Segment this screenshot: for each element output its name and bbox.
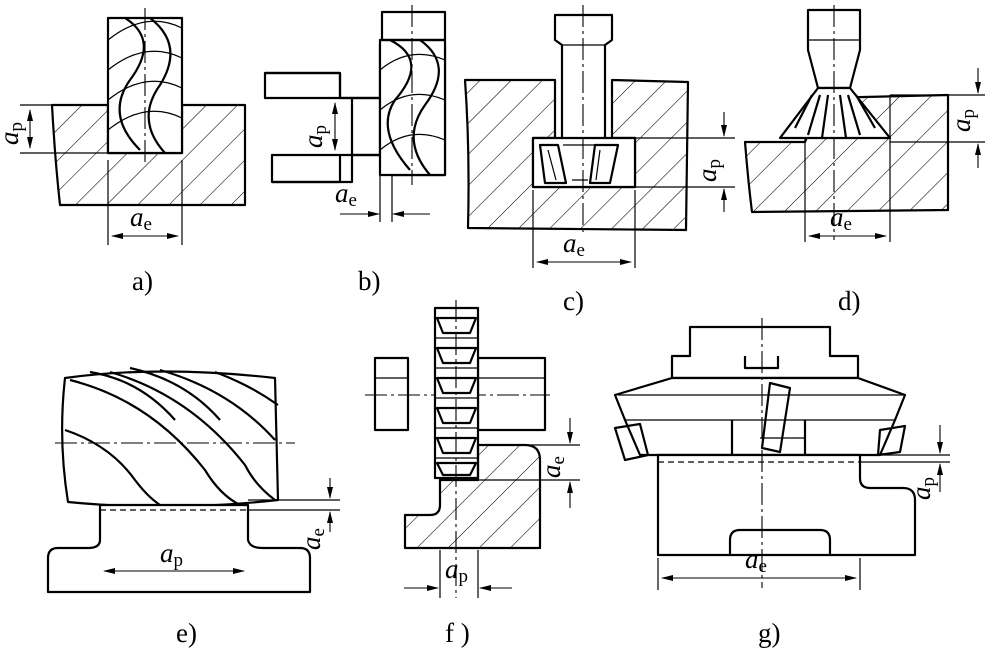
subfigure-b: ap ae b) — [263, 5, 447, 296]
ap-label-f: ap — [445, 554, 468, 587]
ap-label-a: ap — [0, 122, 27, 145]
subfigure-e: ae ap e) — [46, 366, 340, 648]
workpiece-e — [46, 503, 312, 594]
ap-label-b: ap — [298, 125, 331, 148]
workpiece-d — [743, 93, 950, 214]
caption-e: e) — [176, 618, 197, 648]
subfigure-d: ap ae d) — [743, 5, 985, 316]
ap-label-g: ap — [906, 477, 939, 500]
slab-mill — [61, 370, 280, 508]
caption-a: a) — [132, 266, 153, 296]
caption-g: g) — [758, 618, 781, 648]
caption-d: d) — [838, 286, 861, 316]
workpiece-g — [656, 453, 917, 557]
ap-label-d: ap — [946, 109, 979, 132]
subfigure-g: ap ae g) — [613, 318, 950, 648]
workpiece-f — [403, 443, 542, 550]
ae-label-c: ae — [563, 228, 585, 261]
caption-c: c) — [563, 286, 584, 316]
face-mill-body — [613, 376, 907, 457]
ae-label-e: ae — [296, 528, 329, 550]
subfigure-f: ae ap f ) — [365, 300, 580, 648]
ap-label-c: ap — [692, 159, 725, 182]
subfigure-a: ap ae a) — [0, 8, 247, 296]
subfigure-c: ap ae c) — [463, 5, 735, 316]
caption-b: b) — [358, 266, 381, 296]
ae-label-b: ae — [335, 178, 357, 211]
ae-label-a: ae — [130, 202, 152, 235]
caption-f: f ) — [445, 618, 470, 648]
